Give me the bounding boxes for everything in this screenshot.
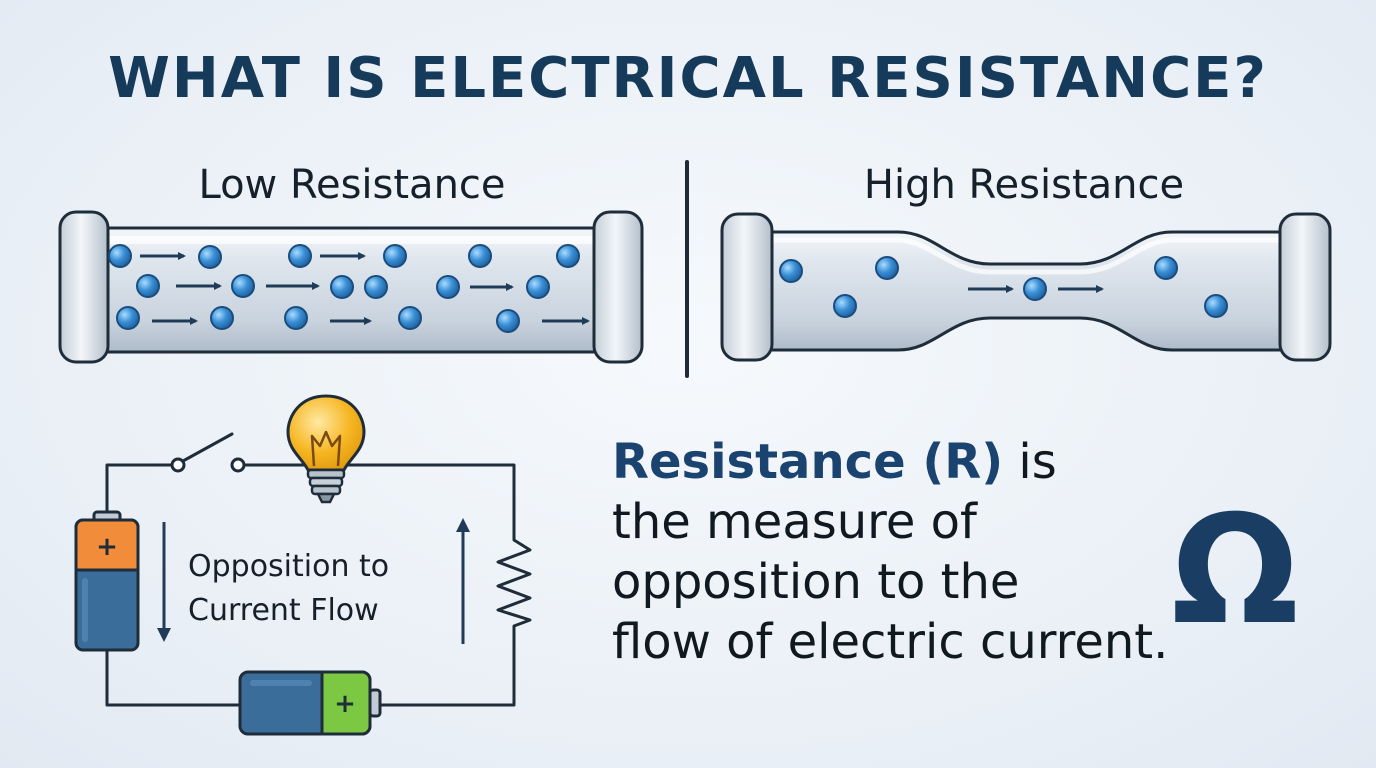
high-resistance-electrons bbox=[779, 256, 1228, 318]
definition-line2: the measure of bbox=[612, 494, 977, 550]
circuit-wires bbox=[105, 463, 516, 707]
light-bulb-icon bbox=[286, 394, 366, 504]
definition-term: Resistance (R) bbox=[612, 434, 1004, 490]
tube-end-cap-left bbox=[58, 210, 110, 364]
battery-top-plus: + bbox=[96, 532, 118, 562]
current-direction-arrows bbox=[157, 518, 470, 644]
battery-horizontal bbox=[238, 670, 382, 736]
panel-divider bbox=[685, 160, 689, 378]
switch bbox=[170, 432, 246, 473]
opposition-label-line1: Opposition to bbox=[188, 549, 390, 584]
opposition-label-line2: Current Flow bbox=[188, 593, 379, 628]
tube-end-cap-right bbox=[1278, 212, 1332, 362]
low-resistance-electrons bbox=[108, 244, 580, 333]
high-resistance-label: High Resistance bbox=[863, 162, 1185, 208]
definition-term-suffix: is bbox=[1003, 434, 1057, 490]
low-resistance-current-arrows bbox=[140, 252, 590, 325]
page-title: WHAT IS ELECTRICAL RESISTANCE? bbox=[108, 46, 1268, 111]
battery-bottom-plus: + bbox=[334, 689, 356, 719]
definition-line4: flow of electric current. bbox=[612, 614, 1169, 670]
definition-line3: opposition to the bbox=[612, 554, 1020, 610]
tube-end-cap-left bbox=[720, 212, 774, 362]
definition-text: Resistance (R) is the measure of opposit… bbox=[612, 432, 1172, 672]
ohm-symbol: Ω bbox=[1171, 484, 1299, 658]
definition-line1: Resistance (R) is bbox=[612, 432, 1172, 492]
resistor-zigzag bbox=[496, 530, 532, 632]
low-resistance-label: Low Resistance bbox=[198, 162, 506, 208]
tube-end-cap-right bbox=[592, 210, 644, 364]
battery-vertical bbox=[74, 510, 140, 652]
opposition-label: Opposition to Current Flow bbox=[188, 545, 389, 633]
